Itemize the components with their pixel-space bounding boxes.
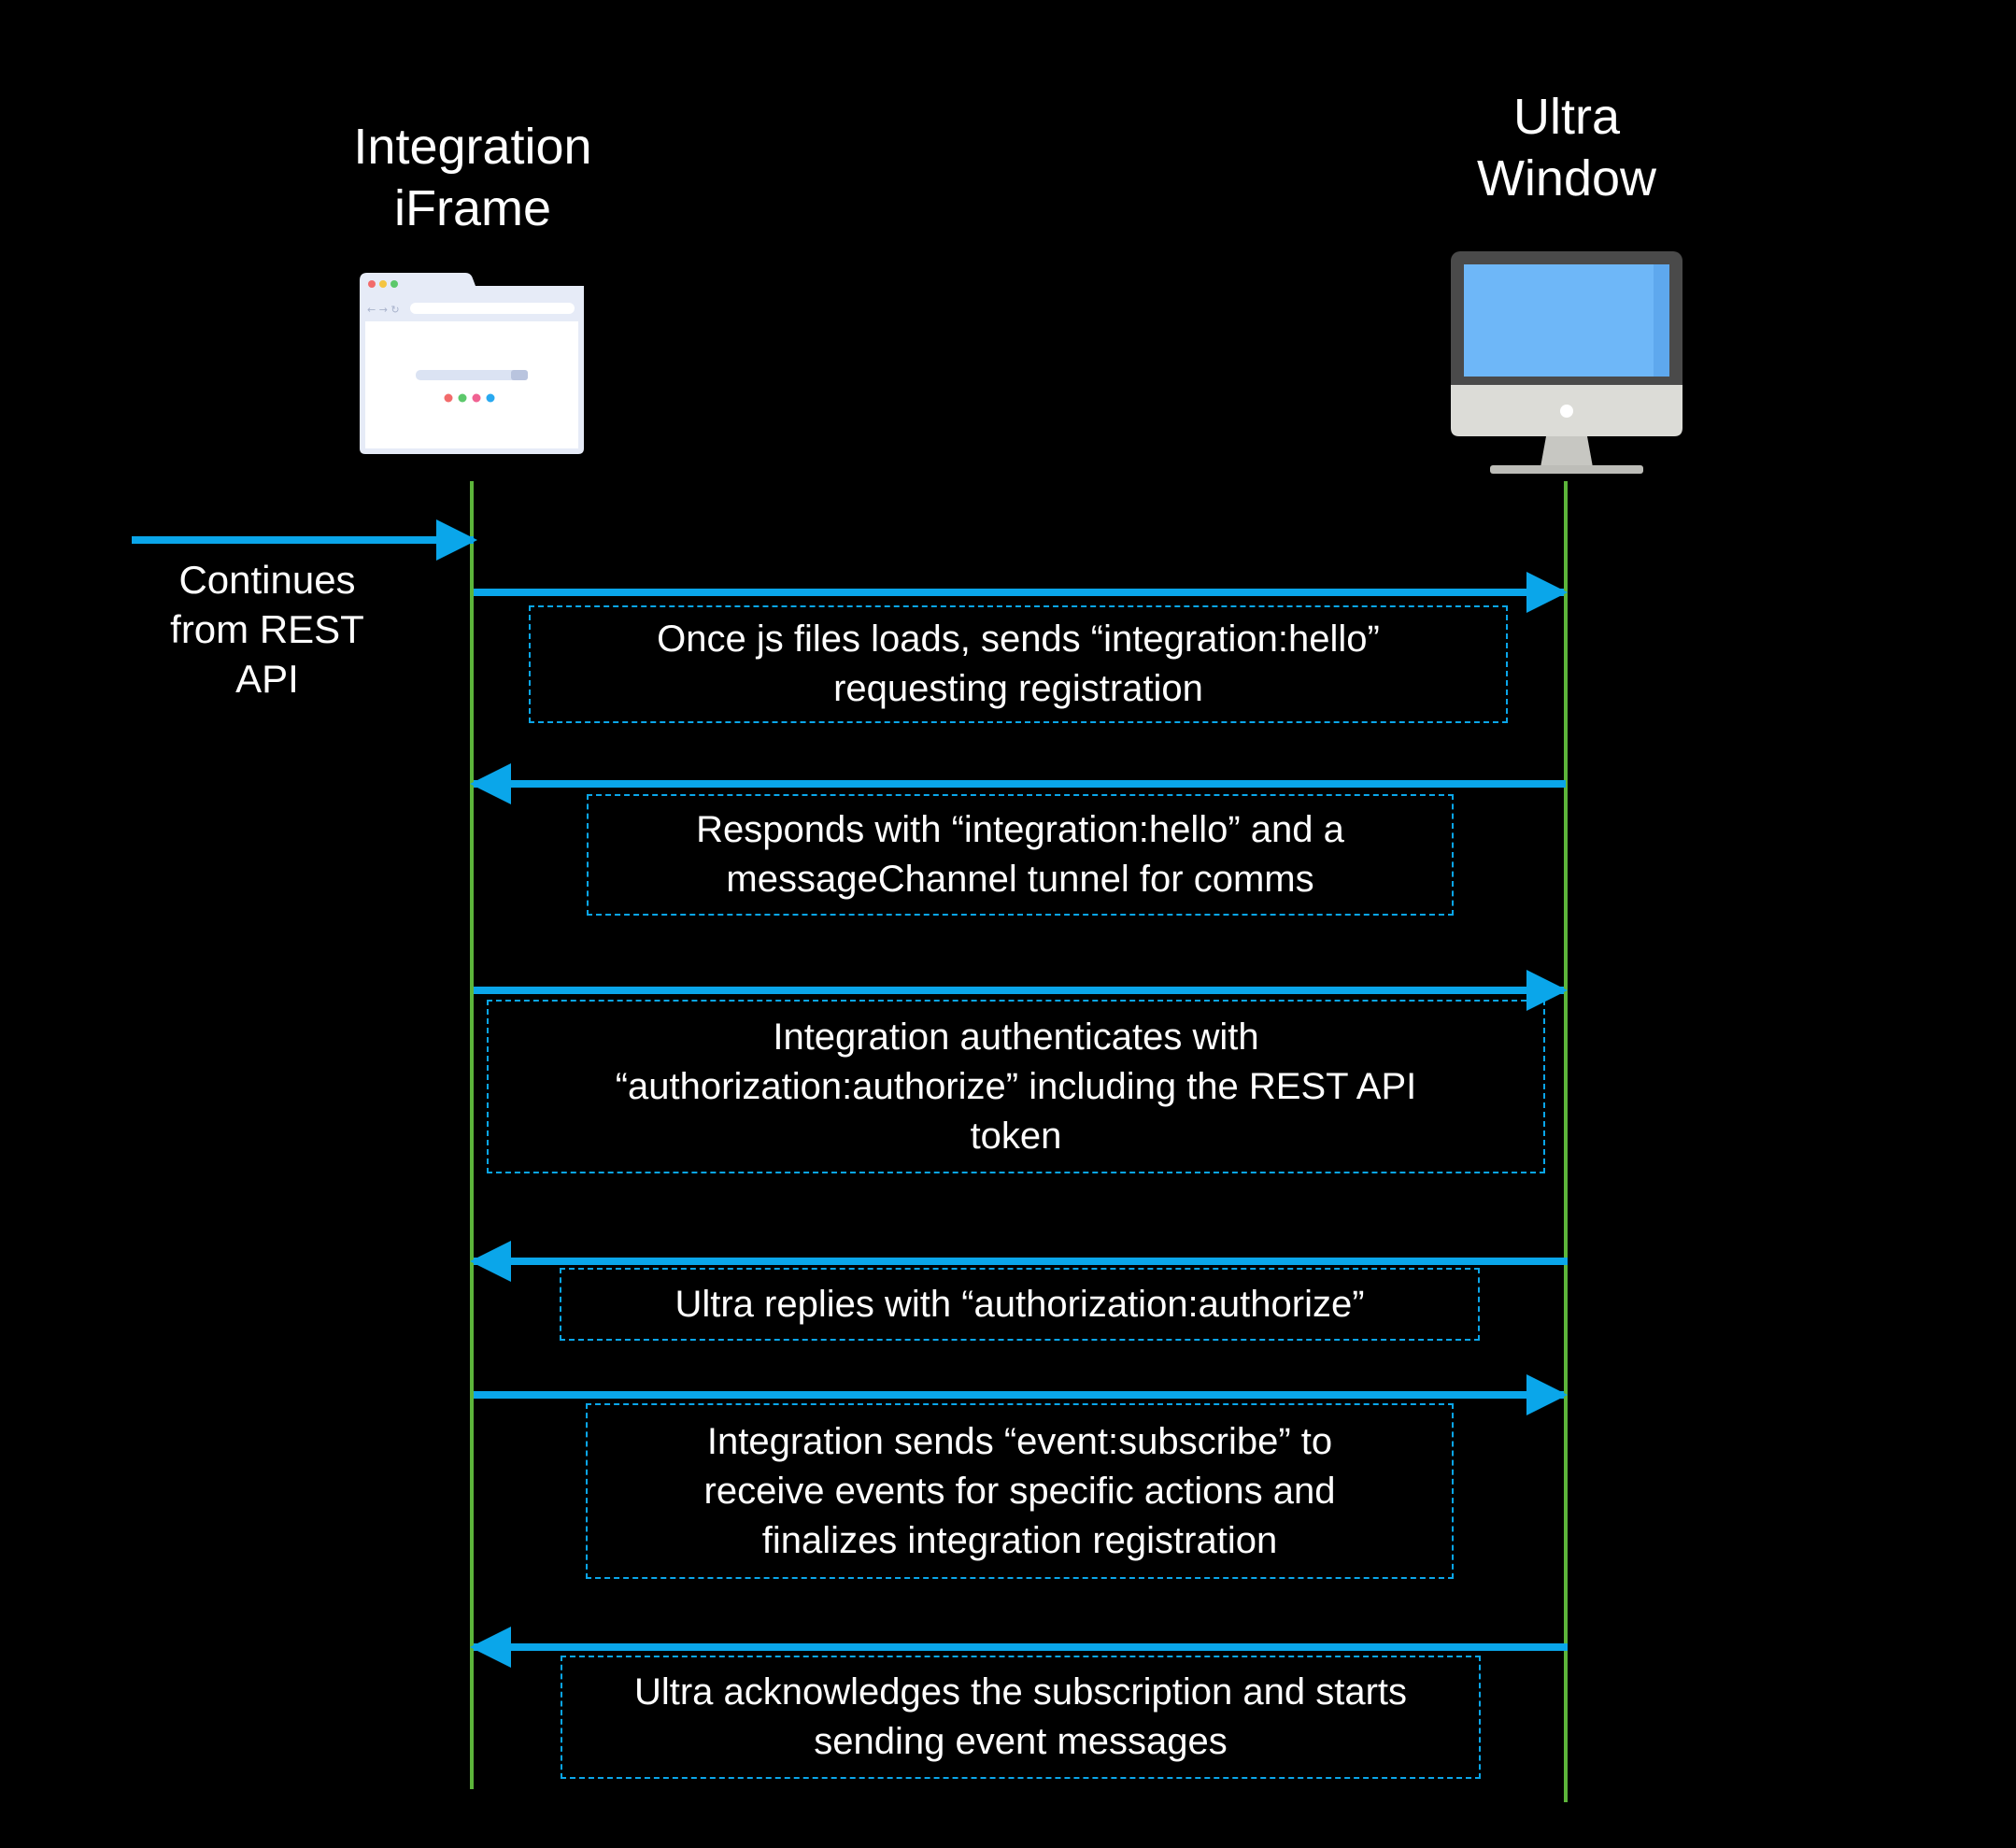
arrow-head-icon xyxy=(1526,970,1568,1011)
message-note-1: Once js files loads, sends “integration:… xyxy=(529,605,1508,723)
lifeline-ultra-window xyxy=(1564,481,1568,1802)
arrow-head-icon xyxy=(470,1627,511,1668)
arrow-head-icon xyxy=(1526,572,1568,613)
arrow-head-icon xyxy=(470,1241,511,1282)
arrow-head-icon xyxy=(1526,1374,1568,1415)
message-arrow-2 xyxy=(470,763,1566,804)
message-arrow-3 xyxy=(474,970,1568,1011)
message-note-6: Ultra acknowledges the subscription and … xyxy=(561,1656,1481,1779)
message-arrow-5 xyxy=(474,1374,1568,1415)
browser-window-icon: ← → ↻ xyxy=(360,273,584,454)
message-note-3: Integration authenticates with “authoriz… xyxy=(487,1000,1545,1173)
start-label: Continues from REST API xyxy=(170,558,364,701)
message-note-4: Ultra replies with “authorization:author… xyxy=(560,1268,1480,1341)
message-arrow-4 xyxy=(470,1241,1568,1282)
lifeline-integration-iframe xyxy=(470,481,474,1789)
message-arrow-1 xyxy=(474,572,1568,613)
message-arrow-6 xyxy=(470,1627,1568,1668)
desktop-monitor-icon xyxy=(1451,251,1682,474)
actor-title-integration-iframe: Integration iFrame xyxy=(353,119,592,236)
entry-arrow xyxy=(132,519,477,561)
message-note-5: Integration sends “event:subscribe” to r… xyxy=(586,1403,1454,1579)
actor-title-ultra-window: Ultra Window xyxy=(1476,89,1657,206)
arrow-head-icon xyxy=(470,763,511,804)
svg-text:← → ↻: ← → ↻ xyxy=(367,304,400,316)
arrow-head-icon xyxy=(436,519,477,561)
message-note-2: Responds with “integration:hello” and a … xyxy=(587,794,1454,916)
